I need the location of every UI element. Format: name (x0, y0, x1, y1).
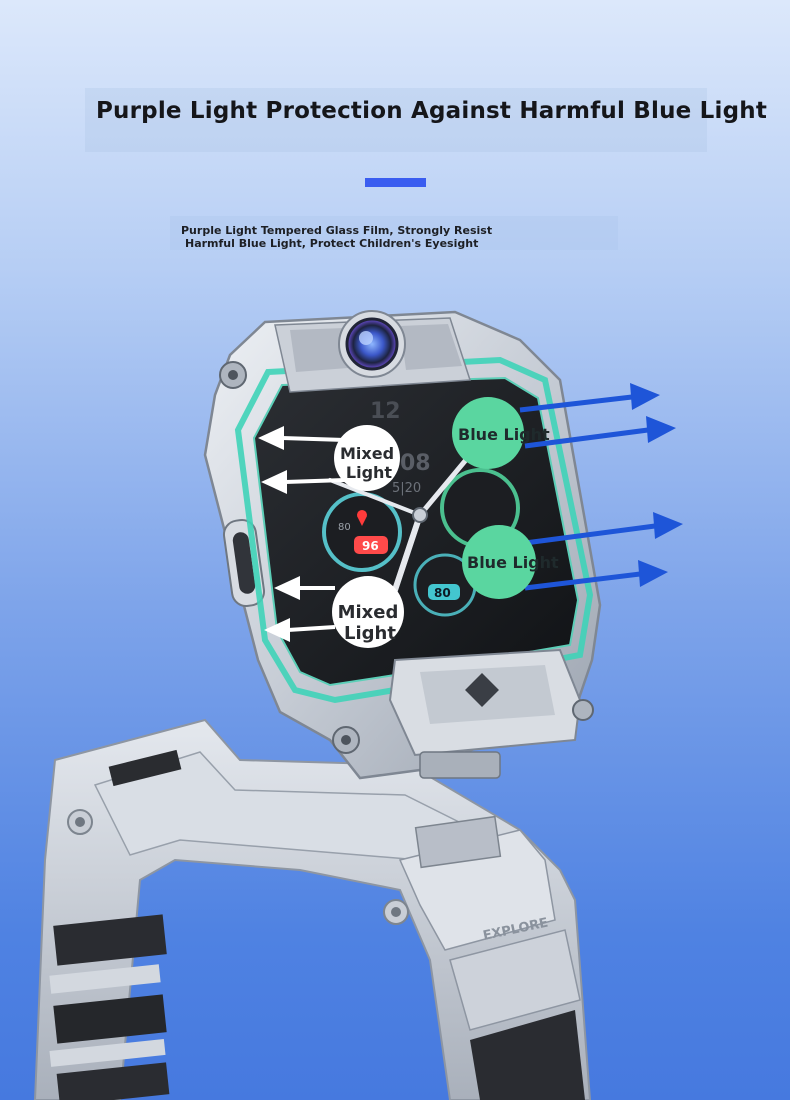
mixed-light-bubble-lower: Mixed Light (332, 576, 404, 648)
page-title: Purple Light Protection Against Harmful … (96, 98, 768, 124)
mixed-arrow-2 (261, 470, 346, 494)
blue-light-upper-label: Blue Light (458, 425, 550, 444)
blue-arrow-4 (524, 560, 668, 591)
watch-band (33, 718, 592, 1100)
mixed-light-upper-line1: Mixed (340, 444, 394, 463)
brand-logo-icon (465, 673, 499, 707)
mixed-light-arrows (258, 426, 346, 642)
blue-light-lower-label: Blue Light (467, 553, 559, 572)
mixed-light-upper-line2: Light (346, 463, 393, 482)
subtitle-band (170, 216, 618, 250)
blue-arrow-1 (519, 383, 660, 413)
mixed-arrow-1 (258, 426, 346, 450)
mixed-arrow-4 (264, 618, 336, 642)
watch-head: 12 08 5|20 80 96 80 (203, 310, 602, 780)
accent-bar (365, 178, 426, 187)
mixed-light-lower-line1: Mixed (338, 602, 399, 623)
blue-light-arrows (519, 383, 683, 591)
title-band (85, 88, 707, 152)
mixed-arrow-3 (274, 576, 335, 600)
mixed-light-lower-line2: Light (344, 623, 396, 644)
heart-rate-text: 96 (362, 539, 379, 553)
blue-arrow-2 (524, 416, 676, 449)
gauge-value-text: 80 (434, 586, 451, 600)
blue-arrow-3 (524, 512, 683, 546)
time-digits-text: 08 (400, 451, 431, 476)
mixed-light-bubble-upper: Mixed Light (334, 425, 400, 491)
clock-hour-text: 12 (370, 399, 401, 424)
blue-light-bubble-upper: Blue Light (452, 397, 550, 469)
heart-icon (356, 510, 367, 526)
left-scale-text: 80 (338, 522, 351, 533)
subtitle: Purple Light Tempered Glass Film, Strong… (181, 224, 611, 250)
date-digits-text: 5|20 (392, 481, 421, 496)
subtitle-line-2: Harmful Blue Light, Protect Children's E… (185, 237, 479, 250)
subtitle-line-1: Purple Light Tempered Glass Film, Strong… (181, 224, 493, 237)
blue-light-bubble-lower: Blue Light (462, 525, 559, 599)
